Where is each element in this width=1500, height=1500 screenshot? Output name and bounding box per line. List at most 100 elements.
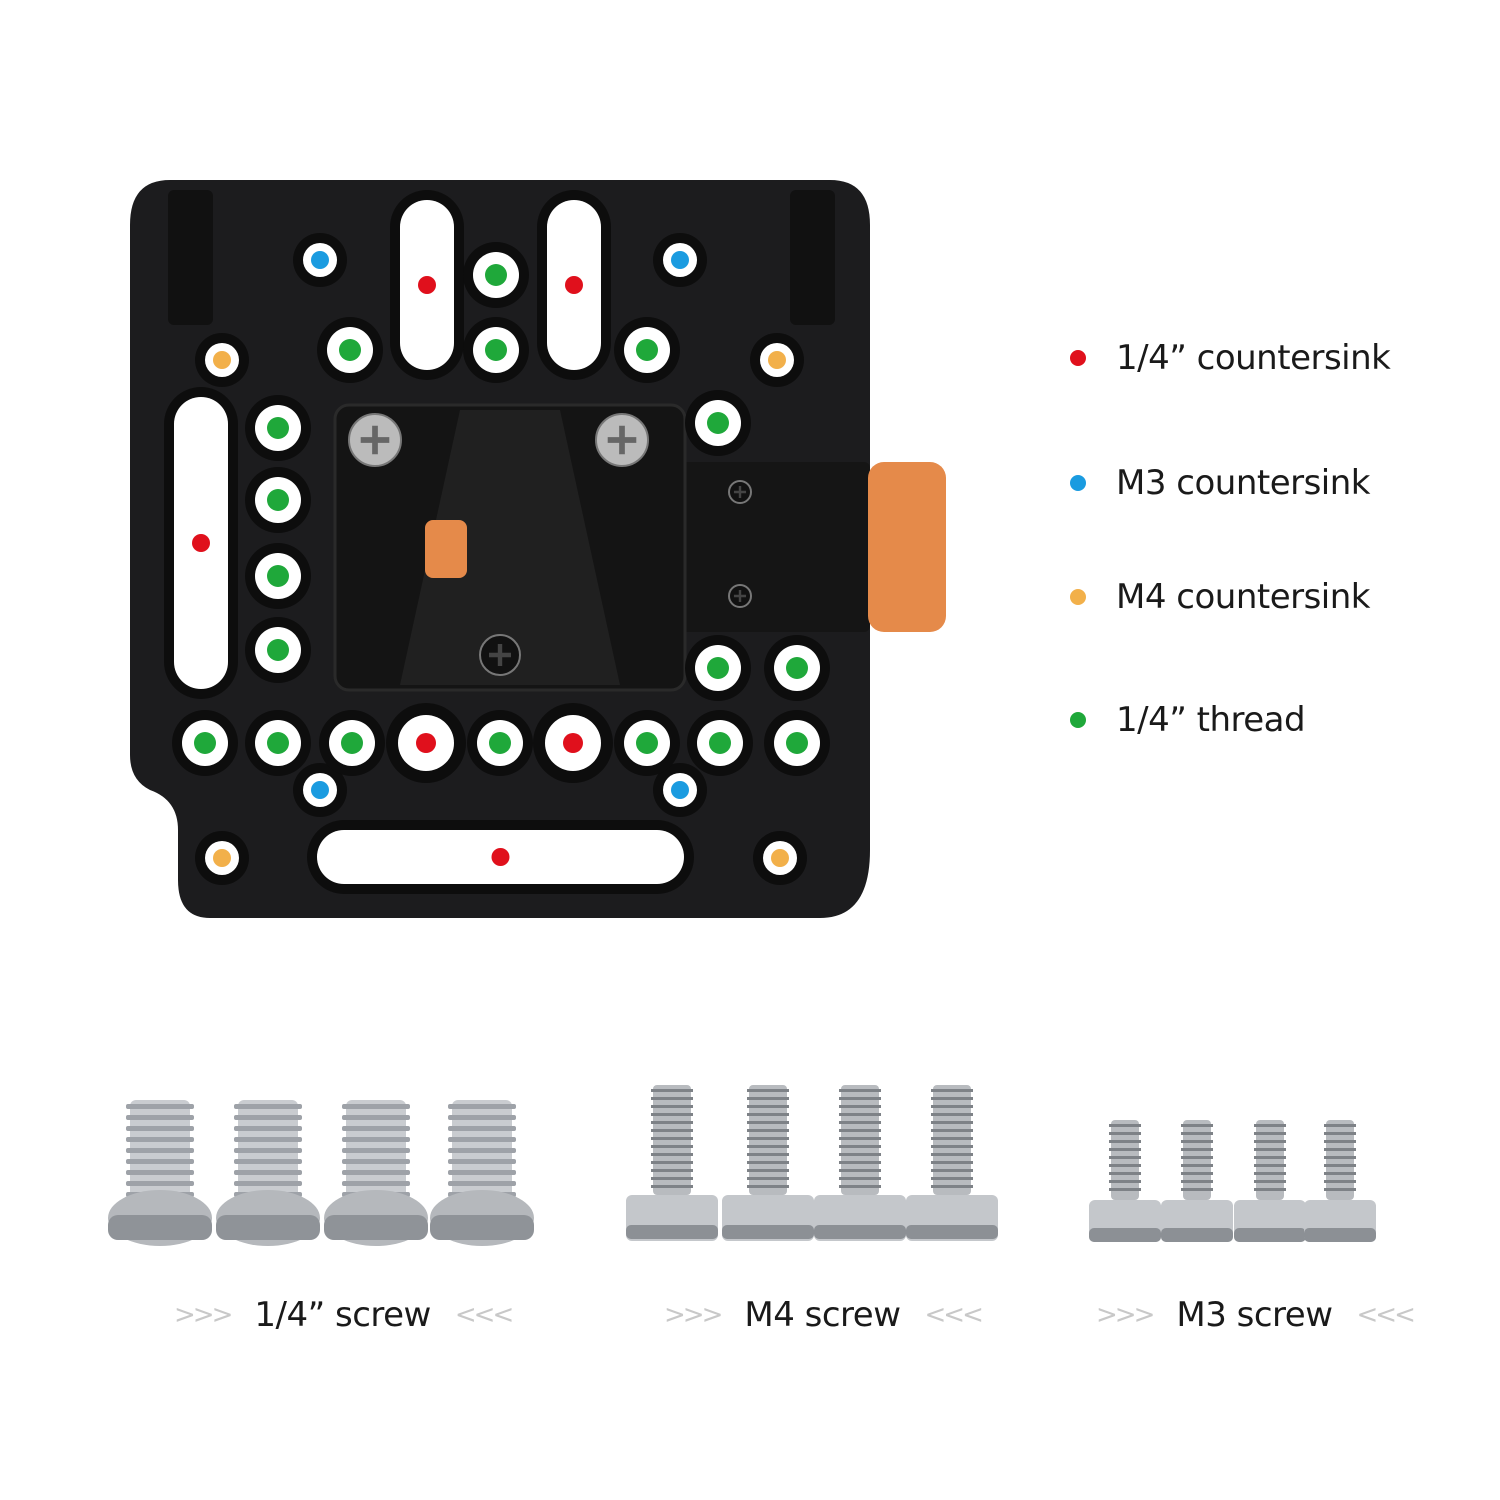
screw-quarter — [108, 1100, 212, 1246]
thread-ridge — [1324, 1148, 1356, 1151]
thread-ridge — [1254, 1180, 1286, 1183]
screw-m4 — [814, 1085, 906, 1241]
thread-ridge — [342, 1104, 410, 1109]
thread-ridge — [651, 1113, 693, 1116]
red-dot-icon — [1070, 350, 1086, 366]
thread-ridge — [1109, 1180, 1141, 1183]
thread-ridge — [839, 1153, 881, 1156]
thread-ridge — [1324, 1172, 1356, 1175]
thread-ridge — [126, 1148, 194, 1153]
thread-ridge — [1109, 1156, 1141, 1159]
thread-ridge — [651, 1137, 693, 1140]
legend-label: M4 countersink — [1116, 577, 1371, 617]
thread-ridge — [931, 1185, 973, 1188]
screw-quarter — [430, 1100, 534, 1246]
legend-label: M3 countersink — [1116, 463, 1371, 503]
thread-ridge — [747, 1137, 789, 1140]
legend-label: 1/4” thread — [1116, 700, 1306, 740]
thread-ridge — [931, 1097, 973, 1100]
thread-ridge — [651, 1121, 693, 1124]
green-dot-icon — [339, 339, 361, 361]
thread-ridge — [1181, 1188, 1213, 1191]
thread-ridge — [1324, 1156, 1356, 1159]
thread-ridge — [1181, 1164, 1213, 1167]
thread-ridge — [1181, 1172, 1213, 1175]
screw-head-shadow — [1234, 1228, 1306, 1242]
caption-m4-screw: >>> M4 screw <<< — [640, 1295, 1005, 1335]
screw-head-shadow — [1089, 1228, 1161, 1242]
screw-m3 — [1304, 1120, 1376, 1242]
thread-ridge — [1254, 1156, 1286, 1159]
thread-ridge — [747, 1153, 789, 1156]
thread-ridge — [839, 1137, 881, 1140]
red-dot-icon — [416, 733, 436, 753]
thread-ridge — [1181, 1132, 1213, 1135]
thread-ridge — [1109, 1140, 1141, 1143]
thread-ridge — [342, 1137, 410, 1142]
arrows-right-icon: >>> — [1096, 1300, 1155, 1330]
green-dot-icon — [267, 489, 289, 511]
thread-ridge — [1324, 1188, 1356, 1191]
screw-head-side — [216, 1215, 320, 1240]
latch-block — [665, 462, 870, 632]
thread-ridge — [1254, 1172, 1286, 1175]
green-dot-icon — [194, 732, 216, 754]
caption-label: M3 screw — [1176, 1295, 1333, 1335]
thread-ridge — [126, 1115, 194, 1120]
thread-ridge — [1109, 1148, 1141, 1151]
thread-ridge — [234, 1137, 302, 1142]
right-rail — [790, 190, 835, 325]
thread-ridge — [126, 1126, 194, 1131]
thread-ridge — [747, 1145, 789, 1148]
green-dot-icon — [786, 732, 808, 754]
arrows-left-icon: <<< — [1356, 1300, 1416, 1330]
thread-ridge — [747, 1177, 789, 1180]
legend-item-quarter-thread: 1/4” thread — [1070, 700, 1306, 740]
thread-ridge — [448, 1115, 516, 1120]
thread-ridge — [126, 1170, 194, 1175]
left-rail — [168, 190, 213, 325]
green-dot-icon — [707, 657, 729, 679]
orange-dot-icon — [771, 849, 789, 867]
thread-ridge — [651, 1089, 693, 1092]
arrows-right-icon: >>> — [174, 1300, 233, 1330]
thread-ridge — [931, 1137, 973, 1140]
thread-ridge — [651, 1161, 693, 1164]
thread-ridge — [448, 1170, 516, 1175]
legend-item-m4-countersink: M4 countersink — [1070, 577, 1371, 617]
cross-slot — [733, 485, 747, 499]
green-dot-icon — [636, 339, 658, 361]
green-dot-icon — [267, 565, 289, 587]
thread-ridge — [448, 1126, 516, 1131]
thread-ridge — [342, 1126, 410, 1131]
screw-head-side — [108, 1215, 212, 1240]
green-dot-icon — [709, 732, 731, 754]
thread-ridge — [931, 1177, 973, 1180]
thread-ridge — [747, 1161, 789, 1164]
green-dot-icon — [267, 639, 289, 661]
thread-ridge — [839, 1177, 881, 1180]
thread-ridge — [839, 1145, 881, 1148]
thread-ridge — [747, 1113, 789, 1116]
red-dot-icon — [563, 733, 583, 753]
thread-ridge — [1254, 1148, 1286, 1151]
thread-ridge — [1254, 1132, 1286, 1135]
thread-ridge — [342, 1170, 410, 1175]
screw-head-shadow — [1304, 1228, 1376, 1242]
caption-quarter-screw: >>> 1/4” screw <<< — [150, 1295, 535, 1335]
thread-ridge — [1181, 1180, 1213, 1183]
thread-ridge — [126, 1159, 194, 1164]
thread-ridge — [1109, 1188, 1141, 1191]
cross-slot — [489, 644, 511, 666]
orange-lock-pin — [425, 520, 467, 578]
thread-ridge — [342, 1181, 410, 1186]
thread-ridge — [931, 1129, 973, 1132]
screw-m3 — [1161, 1120, 1233, 1242]
screw-quarter — [324, 1100, 428, 1246]
cross-slot — [733, 589, 747, 603]
cross-slot — [607, 425, 637, 455]
thread-ridge — [342, 1159, 410, 1164]
thread-ridge — [839, 1097, 881, 1100]
arrows-right-icon: >>> — [664, 1300, 723, 1330]
thread-ridge — [1181, 1148, 1213, 1151]
